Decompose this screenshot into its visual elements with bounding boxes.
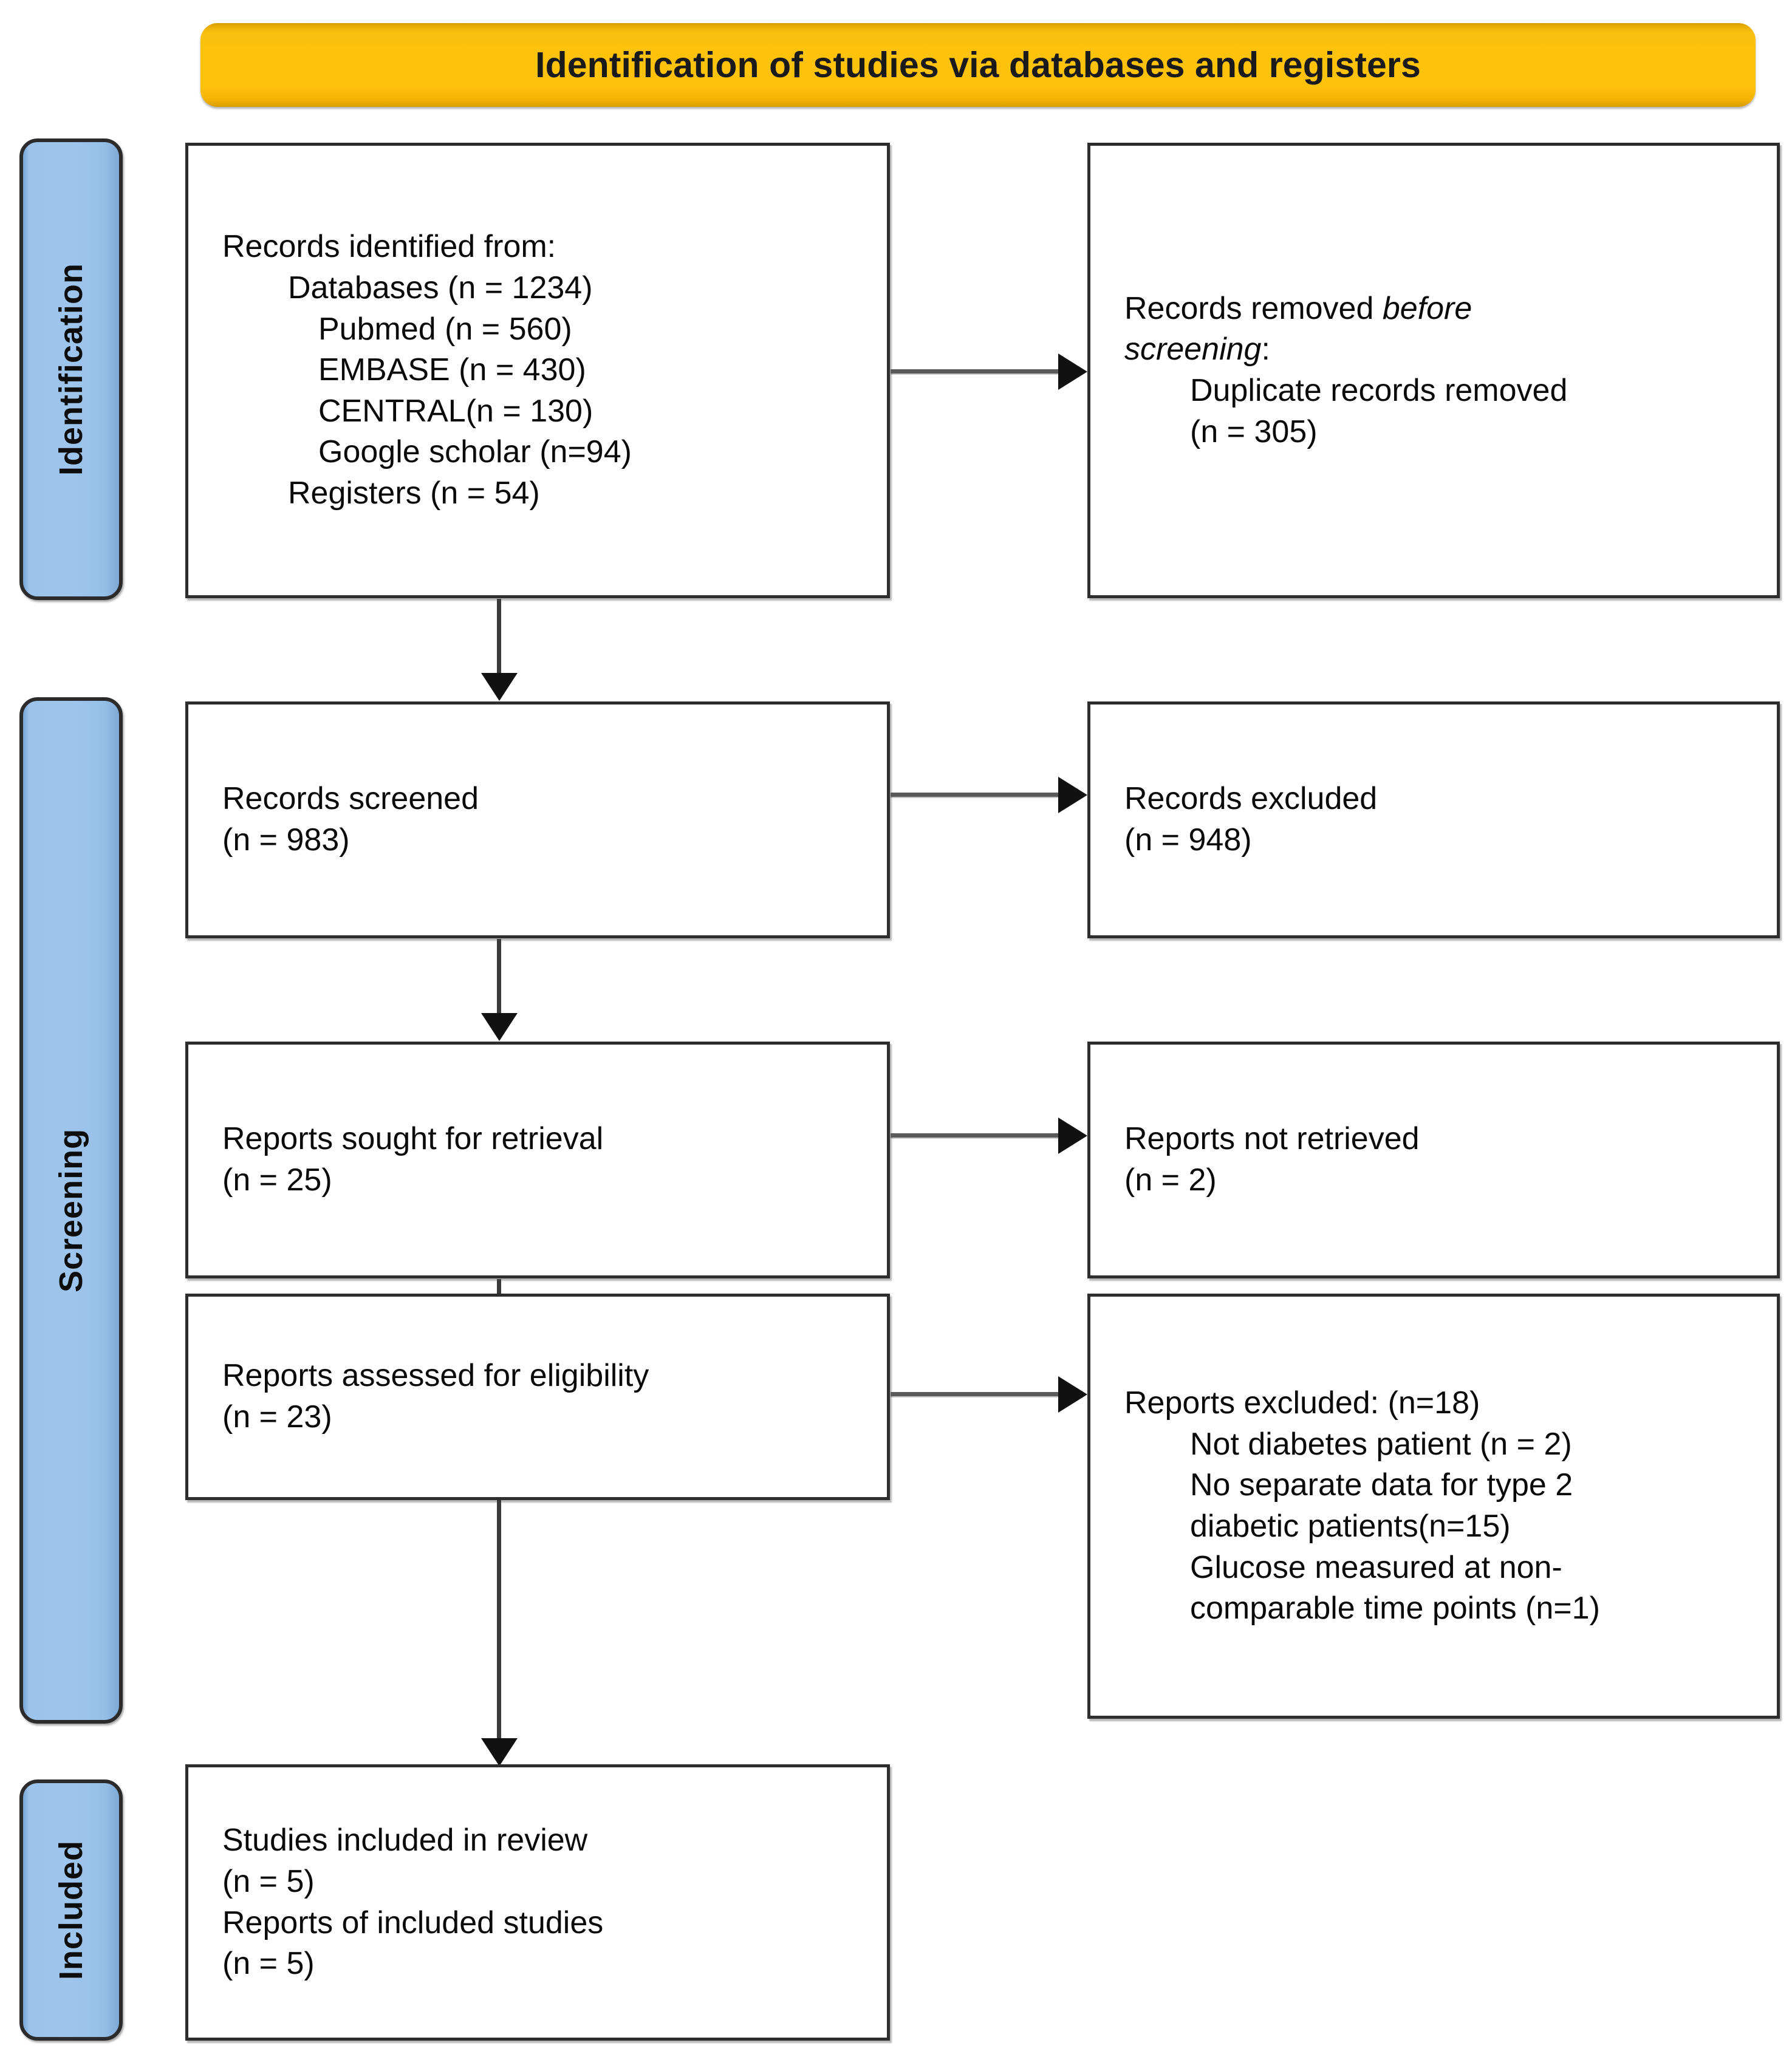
box-records-removed-before-screening: Records removed before screening: Duplic… bbox=[1087, 143, 1780, 598]
box-reports-excluded: Reports excluded: (n=18) Not diabetes pa… bbox=[1087, 1294, 1780, 1719]
box-line: Reports assessed for eligibility bbox=[222, 1358, 649, 1394]
box-line: (n = 25) bbox=[222, 1162, 332, 1198]
stage-tab-identification-label: Identification bbox=[53, 263, 89, 476]
box-reports-sought-for-retrieval: Reports sought for retrieval (n = 25) bbox=[185, 1042, 890, 1278]
box-line: Duplicate records removed bbox=[1190, 373, 1568, 408]
connector-identified-to-removed bbox=[891, 369, 1061, 374]
box-line: Reports not retrieved bbox=[1124, 1121, 1420, 1157]
connector-screened-to-sought bbox=[497, 939, 501, 1018]
box-line: (n = 5) bbox=[222, 1863, 315, 1899]
connector-assessed-to-included bbox=[497, 1500, 501, 1743]
box-reports-assessed-for-eligibility: Reports assessed for eligibility (n = 23… bbox=[185, 1294, 890, 1500]
box-line: (n = 23) bbox=[222, 1399, 332, 1435]
stage-tab-identification: Identification bbox=[19, 138, 123, 600]
box-line: Databases (n = 1234) bbox=[288, 270, 593, 306]
box-studies-included-in-review: Studies included in review (n = 5) Repor… bbox=[185, 1764, 890, 2041]
box-line: (n = 305) bbox=[1190, 414, 1318, 449]
box-line: EMBASE (n = 430) bbox=[318, 352, 586, 388]
box-line: Reports sought for retrieval bbox=[222, 1121, 604, 1157]
connector-screened-to-excluded bbox=[891, 793, 1061, 797]
arrowhead-down bbox=[481, 1738, 518, 1766]
stage-banner-identification: Identification of studies via databases … bbox=[200, 23, 1756, 107]
arrowhead-right bbox=[1058, 1376, 1087, 1413]
arrowhead-down bbox=[481, 673, 518, 701]
box-reports-not-retrieved: Reports not retrieved (n = 2) bbox=[1087, 1042, 1780, 1278]
box-line: Pubmed (n = 560) bbox=[318, 311, 572, 347]
stage-tab-included-label: Included bbox=[53, 1840, 90, 1981]
box-records-excluded: Records excluded (n = 948) bbox=[1087, 701, 1780, 938]
box-line: (n = 5) bbox=[222, 1946, 315, 1982]
box-line: (n = 2) bbox=[1124, 1162, 1217, 1198]
box-line: Records excluded bbox=[1124, 781, 1378, 817]
arrowhead-right bbox=[1058, 777, 1087, 813]
box-line: Glucose measured at non- bbox=[1190, 1549, 1562, 1585]
box-records-identified: Records identified from: Databases (n = … bbox=[185, 143, 890, 598]
connector-sought-to-not-retrieved bbox=[891, 1133, 1061, 1138]
arrowhead-right bbox=[1058, 1117, 1087, 1154]
box-line-emphasis: before bbox=[1382, 290, 1472, 326]
arrowhead-right bbox=[1058, 353, 1087, 390]
box-line: No separate data for type 2 bbox=[1190, 1467, 1573, 1503]
box-line: Reports excluded: (n=18) bbox=[1124, 1385, 1480, 1421]
box-line: diabetic patients(n=15) bbox=[1190, 1509, 1511, 1544]
box-line-emphasis: screening bbox=[1124, 332, 1262, 367]
box-line: Google scholar (n=94) bbox=[318, 434, 632, 470]
box-line-lead: Records removed bbox=[1124, 290, 1383, 326]
box-line: Records screened bbox=[222, 781, 479, 817]
box-line: Reports of included studies bbox=[222, 1905, 604, 1940]
box-line: Records identified from: bbox=[222, 229, 556, 265]
stage-tab-screening: Screening bbox=[19, 697, 123, 1724]
box-line: comparable time points (n=1) bbox=[1190, 1591, 1600, 1626]
arrowhead-down bbox=[481, 1013, 518, 1041]
box-line: Studies included in review bbox=[222, 1823, 588, 1858]
box-line: Registers (n = 54) bbox=[288, 475, 540, 511]
stage-tab-screening-label: Screening bbox=[53, 1128, 89, 1293]
box-records-screened: Records screened (n = 983) bbox=[185, 701, 890, 938]
box-line-colon: : bbox=[1261, 332, 1270, 367]
box-line: CENTRAL(n = 130) bbox=[318, 393, 593, 429]
connector-identified-to-screened bbox=[497, 599, 501, 678]
box-line: (n = 983) bbox=[222, 822, 350, 858]
box-line: (n = 948) bbox=[1124, 822, 1252, 858]
box-line: Not diabetes patient (n = 2) bbox=[1190, 1426, 1572, 1462]
stage-tab-included: Included bbox=[19, 1779, 123, 2041]
connector-assessed-to-excluded bbox=[891, 1392, 1061, 1396]
banner-title: Identification of studies via databases … bbox=[535, 45, 1421, 85]
